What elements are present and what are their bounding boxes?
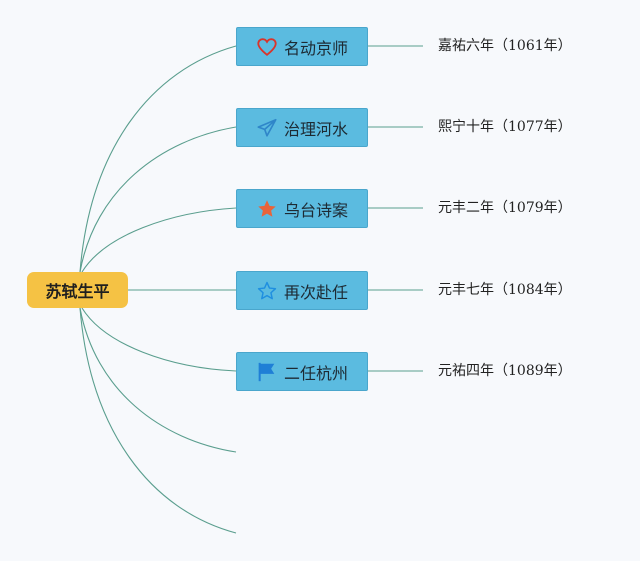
connector-branch-5 [81,307,237,372]
star-outline-icon [256,280,278,302]
connector-empty-7 [79,307,237,534]
branch-label-1: 名动京师 [283,38,348,58]
root-node[interactable]: 苏轼生平 [27,272,128,308]
date-label-2: 熙宁十年（1077年） [438,119,572,135]
branch-label-2: 治理河水 [283,119,348,139]
connector-empty-6 [79,307,237,453]
flag-icon [256,361,278,383]
date-label-4: 元丰七年（1084年） [438,282,572,298]
heart-outline-icon [256,36,278,58]
connector-branch-3 [81,207,237,273]
branch-node-3[interactable]: 乌台诗案 [236,189,368,228]
date-label-3: 元丰二年（1079年） [438,200,572,216]
star-filled-icon [256,198,278,220]
paper-plane-icon [256,117,278,139]
branch-label-4: 再次赴任 [283,282,348,302]
date-label-5: 元祐四年（1089年） [438,363,572,379]
root-label: 苏轼生平 [45,282,110,301]
connector-branch-2 [79,126,237,273]
branch-label-3: 乌台诗案 [283,200,348,220]
branch-node-2[interactable]: 治理河水 [236,108,368,147]
branch-node-5[interactable]: 二任杭州 [236,352,368,391]
connector-branch-1 [79,45,237,273]
branch-node-1[interactable]: 名动京师 [236,27,368,66]
date-label-1: 嘉祐六年（1061年） [438,38,572,54]
branch-node-4[interactable]: 再次赴任 [236,271,368,310]
branch-label-5: 二任杭州 [283,363,348,383]
